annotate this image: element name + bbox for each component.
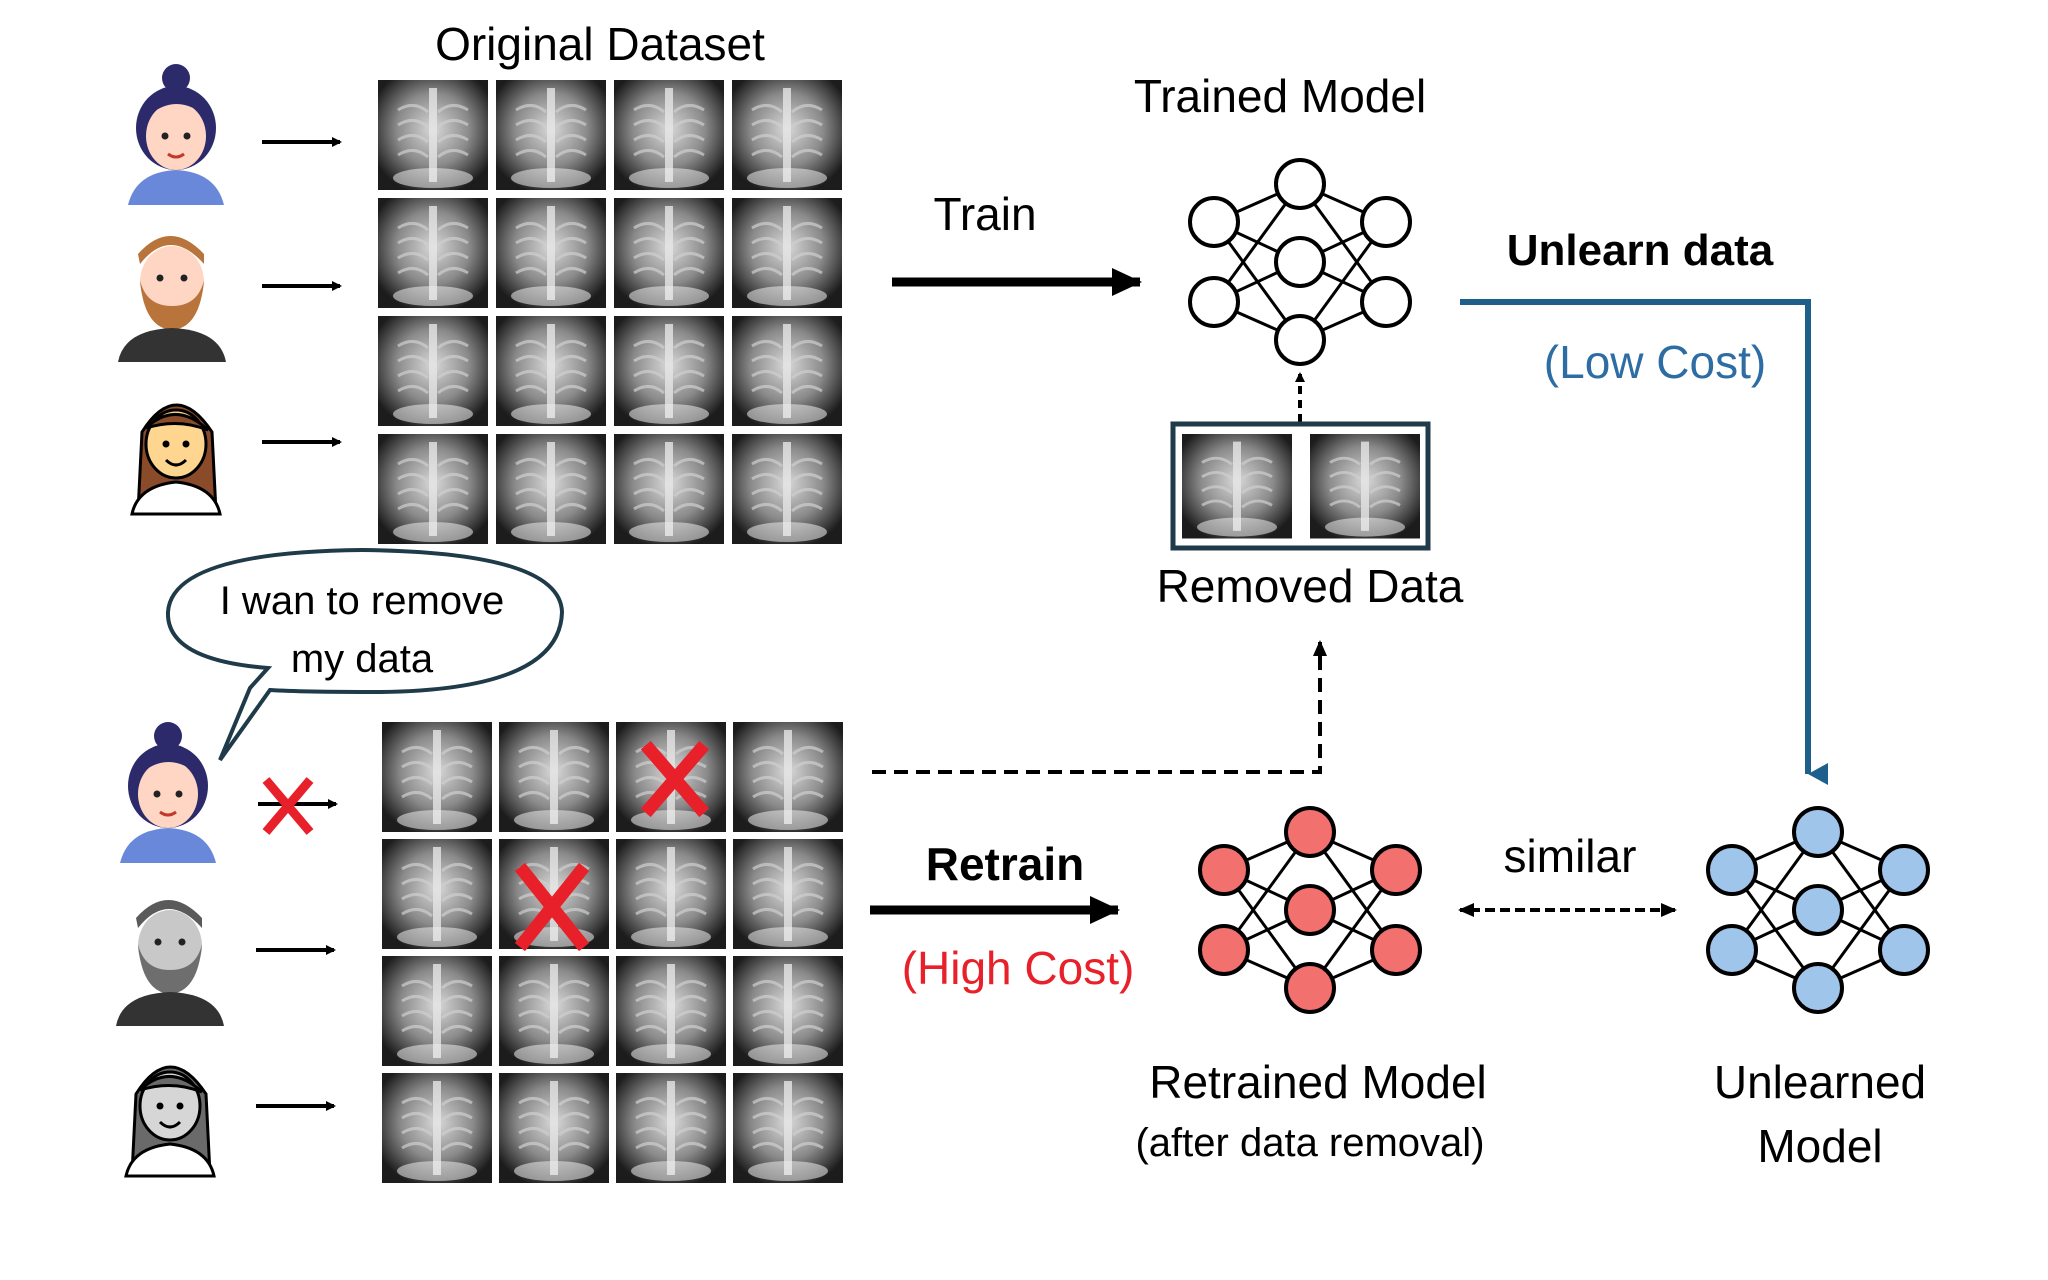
chest-xray-icon — [496, 434, 606, 544]
chest-xray-icon — [496, 316, 606, 426]
retraining-dataset-grid — [382, 722, 843, 1183]
network-node — [1284, 884, 1336, 936]
chest-xray-icon — [1310, 434, 1420, 539]
network-node — [1188, 196, 1240, 248]
woman-bun-icon — [120, 722, 216, 863]
network-node — [1370, 924, 1422, 976]
network-node — [1198, 924, 1250, 976]
red-x-icon — [514, 862, 590, 952]
network-node — [1370, 844, 1422, 896]
retrained-model-title: Retrained Model — [1149, 1056, 1487, 1108]
person1-removed-arrow — [258, 777, 338, 835]
train-label: Train — [933, 188, 1036, 240]
chest-xray-icon — [382, 956, 492, 1066]
unlearned-model-network — [1706, 806, 1930, 1014]
chest-xray-icon — [1182, 434, 1292, 539]
network-node — [1706, 844, 1758, 896]
red-x-icon — [262, 777, 314, 835]
long-hair-woman-gray-icon — [124, 1065, 216, 1178]
network-node — [1274, 314, 1326, 366]
unlearn-arrow — [1460, 299, 1828, 785]
network-node — [1878, 844, 1930, 896]
high-cost-label: (High Cost) — [902, 942, 1135, 994]
chest-xray-icon — [616, 956, 726, 1066]
network-node — [1198, 844, 1250, 896]
chest-xray-icon — [733, 956, 843, 1066]
dataset-to-removed-arrow — [872, 640, 1327, 774]
chest-xray-icon — [496, 80, 606, 190]
network-node — [1792, 884, 1844, 936]
removed-data-label: Removed Data — [1157, 560, 1464, 612]
chest-xray-icon — [614, 434, 724, 544]
chest-xray-icon — [382, 839, 492, 949]
long-hair-woman-icon — [130, 403, 222, 516]
woman-bun-icon — [128, 64, 224, 205]
chest-xray-icon — [733, 839, 843, 949]
network-node — [1274, 158, 1326, 210]
network-node — [1284, 806, 1336, 858]
chest-xray-icon — [732, 316, 842, 426]
unlearn-data-label: Unlearn data — [1507, 226, 1774, 275]
chest-xray-icon — [499, 1073, 609, 1183]
network-node — [1274, 236, 1326, 288]
network-node — [1360, 196, 1412, 248]
unlearned-model-title-line1: Unlearned — [1714, 1056, 1926, 1108]
network-node — [1360, 276, 1412, 328]
original-dataset-grid — [378, 80, 842, 544]
chest-xray-icon — [382, 722, 492, 832]
chest-xray-icon — [382, 1073, 492, 1183]
trained-model-title: Trained Model — [1134, 70, 1426, 122]
chest-xray-icon — [496, 198, 606, 308]
chest-xray-icon — [614, 80, 724, 190]
chest-xray-icon — [614, 316, 724, 426]
speech-line-1: I wan to remove — [220, 579, 505, 623]
chest-xray-icon — [378, 434, 488, 544]
chest-xray-icon — [499, 839, 609, 949]
chest-xray-icon — [732, 198, 842, 308]
unlearned-model-title-line2: Model — [1757, 1120, 1882, 1172]
chest-xray-icon — [499, 956, 609, 1066]
low-cost-label: (Low Cost) — [1544, 336, 1766, 388]
original-dataset-title: Original Dataset — [435, 18, 765, 70]
chest-xray-icon — [499, 722, 609, 832]
network-node — [1284, 962, 1336, 1014]
removed-data-box — [1170, 421, 1431, 551]
similar-label: similar — [1504, 830, 1637, 882]
network-node — [1188, 276, 1240, 328]
chest-xray-icon — [733, 722, 843, 832]
retrain-label: Retrain — [926, 838, 1084, 890]
network-node — [1878, 924, 1930, 976]
chest-xray-icon — [733, 1073, 843, 1183]
chest-xray-icon — [732, 434, 842, 544]
network-node — [1792, 962, 1844, 1014]
speech-line-2: my data — [291, 637, 434, 681]
bearded-man-icon — [118, 236, 226, 362]
chest-xray-icon — [616, 839, 726, 949]
bearded-man-gray-icon — [116, 900, 224, 1026]
chest-xray-icon — [614, 198, 724, 308]
red-x-icon — [640, 740, 710, 818]
retrained-model-subtitle: (after data removal) — [1135, 1121, 1484, 1165]
network-node — [1706, 924, 1758, 976]
chest-xray-icon — [732, 80, 842, 190]
chest-xray-icon — [378, 316, 488, 426]
network-node — [1792, 806, 1844, 858]
retrained-model-network — [1198, 806, 1422, 1014]
speech-bubble: I wan to remove my data — [165, 547, 565, 762]
trained-model-network — [1188, 158, 1412, 366]
chest-xray-icon — [378, 198, 488, 308]
chest-xray-icon — [378, 80, 488, 190]
chest-xray-icon — [616, 1073, 726, 1183]
